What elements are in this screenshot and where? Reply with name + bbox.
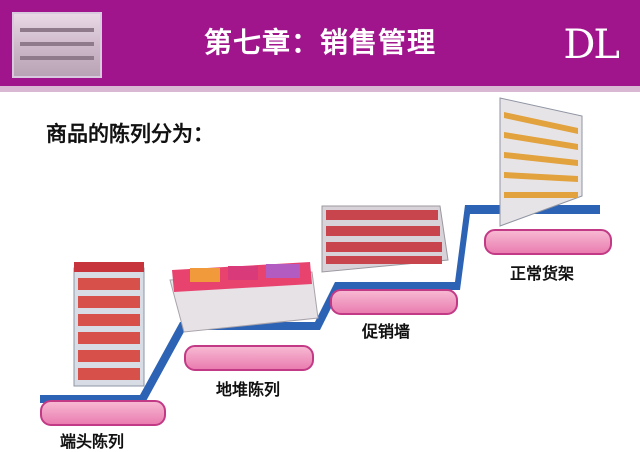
end-cap-display-image	[73, 262, 145, 387]
header-bar	[0, 0, 640, 86]
subtitle: 商品的陈列分为：	[46, 122, 214, 146]
page-title: 第七章：销售管理	[203, 26, 436, 59]
normal-shelf-label: 正常货架	[510, 264, 575, 283]
floor-stack-pill	[184, 345, 314, 371]
end-cap-pill	[40, 400, 166, 426]
normal-shelf-image	[499, 97, 583, 227]
header-accent-strip	[0, 86, 640, 92]
brand-logo: DL	[563, 22, 620, 68]
header-store-photo	[12, 12, 102, 78]
normal-shelf-pill	[484, 229, 612, 255]
stair-ribbon	[40, 205, 600, 403]
promotion-wall-label: 促销墙	[362, 322, 411, 341]
promotion-wall-image	[321, 205, 449, 273]
promotion-wall-pill	[330, 289, 458, 315]
floor-stack-display-image	[169, 262, 319, 333]
floor-stack-label: 地堆陈列	[216, 380, 281, 399]
end-cap-label: 端头陈列	[60, 432, 125, 451]
